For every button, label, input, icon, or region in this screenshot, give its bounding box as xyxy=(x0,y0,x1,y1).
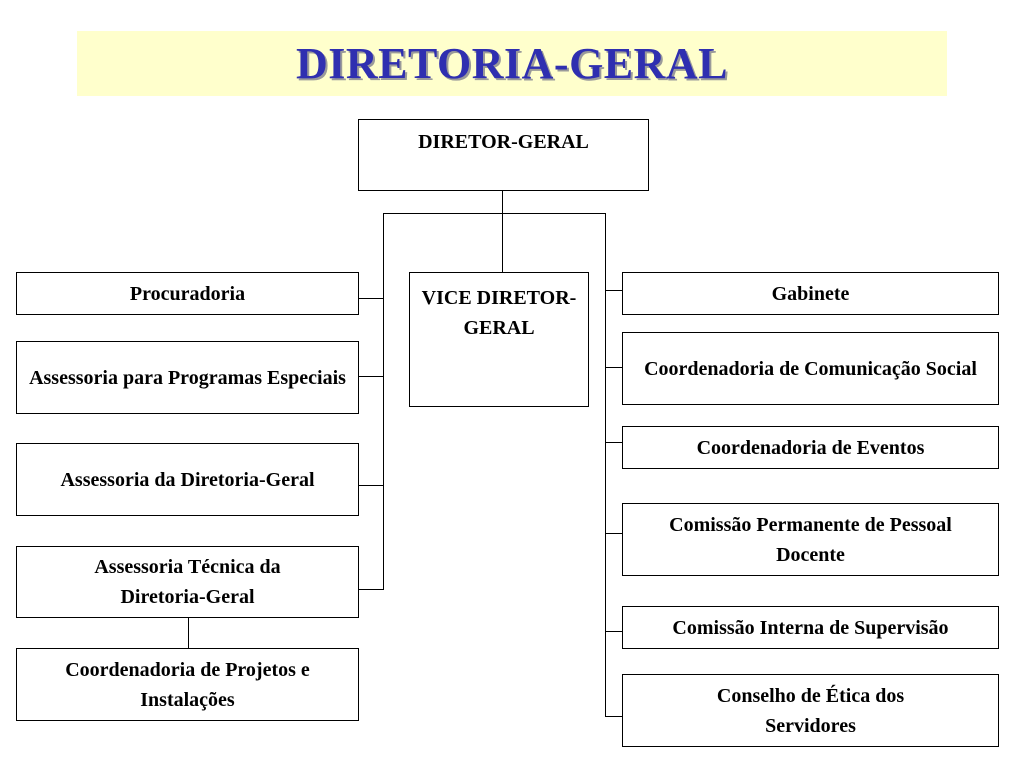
unit-conselho-etica: Conselho de Ética dos Servidores xyxy=(622,674,999,747)
unit-procuradoria: Procuradoria xyxy=(16,272,359,315)
connector-line xyxy=(605,631,623,632)
connector-line xyxy=(358,376,384,377)
unit-comissao-supervisao: Comissão Interna de Supervisão xyxy=(622,606,999,649)
title-banner: DIRETORIA-GERAL xyxy=(77,31,947,96)
connector-line xyxy=(605,367,623,368)
connector-line xyxy=(358,485,384,486)
connector-line xyxy=(358,589,384,590)
unit-assessoria-diretoria-geral: Assessoria da Diretoria-Geral xyxy=(16,443,359,516)
connector-line xyxy=(502,190,503,273)
connector-line xyxy=(605,213,606,717)
connector-line xyxy=(358,298,384,299)
director-box: DIRETOR-GERAL xyxy=(358,119,649,191)
connector-line xyxy=(383,213,384,590)
connector-line xyxy=(605,533,623,534)
connector-line xyxy=(188,617,189,649)
unit-gabinete: Gabinete xyxy=(622,272,999,315)
connector-line xyxy=(605,716,623,717)
vice-director-box: VICE DIRETOR-GERAL xyxy=(409,272,589,407)
director-label: DIRETOR-GERAL xyxy=(418,131,589,153)
connector-line xyxy=(383,213,606,214)
vice-director-label: VICE DIRETOR-GERAL xyxy=(421,287,577,339)
connector-line xyxy=(605,290,623,291)
unit-coordenadoria-eventos: Coordenadoria de Eventos xyxy=(622,426,999,469)
unit-coordenadoria-projetos: Coordenadoria de Projetos e Instalações xyxy=(16,648,359,721)
page-title: DIRETORIA-GERAL xyxy=(295,39,729,88)
unit-comissao-pessoal-docente: Comissão Permanente de Pessoal Docente xyxy=(622,503,999,576)
unit-assessoria-tecnica: Assessoria Técnica da Diretoria-Geral xyxy=(16,546,359,618)
connector-line xyxy=(605,442,623,443)
unit-assessoria-programas-especiais: Assessoria para Programas Especiais xyxy=(16,341,359,414)
unit-coordenadoria-comunicacao: Coordenadoria de Comunicação Social xyxy=(622,332,999,405)
